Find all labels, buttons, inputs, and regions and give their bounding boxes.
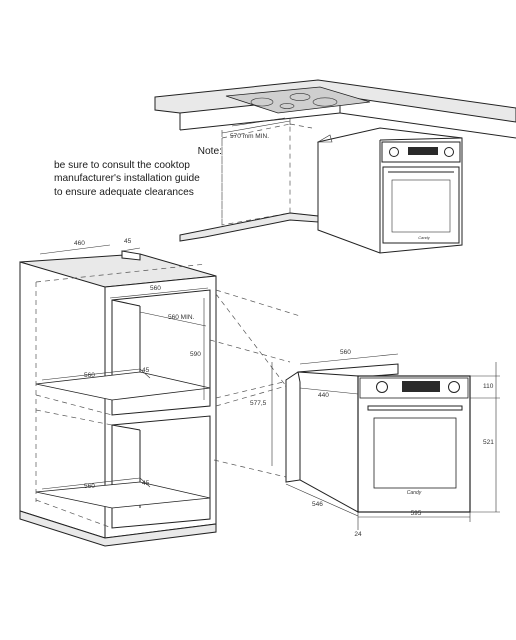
- note-block: Note: be sure to consult the cooktop man…: [54, 145, 224, 199]
- cabinet-base-top: [179, 212, 319, 242]
- built-in-oven-small: Candy: [316, 127, 463, 254]
- oven-front-offset: 24: [354, 531, 362, 538]
- knob-left-icon: [389, 147, 399, 157]
- oven-body-height: 577,5: [250, 400, 267, 407]
- note-line-3: to ensure adequate clearances: [54, 186, 194, 198]
- projection-lines: [209, 289, 301, 479]
- note-title: Note:: [197, 146, 222, 157]
- burner-4-icon: [312, 97, 338, 107]
- oven-knob-left-icon: [376, 381, 388, 393]
- oven-handle: [367, 405, 463, 411]
- oven-brand: Candy: [407, 490, 422, 496]
- oven-knob-right-icon: [448, 381, 460, 393]
- cabinet-drawing: 460 45 560 560 MIN. 590 560 45 560 45: [19, 238, 217, 547]
- lower-shelf-width: 560: [84, 483, 95, 490]
- cabinet-opening-depth: 560 MIN.: [168, 314, 195, 321]
- oven-display: [402, 381, 440, 392]
- countertop: [154, 79, 516, 123]
- cooktop: [225, 86, 371, 114]
- cooktop-installation-view: Candy 570 mm MIN.: [154, 79, 516, 254]
- oven-panel-height: 110: [483, 383, 494, 390]
- oven-window: [373, 417, 457, 489]
- knob-right-icon: [444, 147, 454, 157]
- note-line-1: be sure to consult the cooktop: [54, 159, 190, 171]
- upper-shelf-width: 560: [84, 372, 95, 379]
- cabinet-opening-height: 590: [190, 351, 201, 358]
- burner-1-icon: [250, 97, 274, 107]
- lower-shelf-gap: 45: [142, 480, 150, 487]
- burner-3-icon: [279, 103, 295, 109]
- oven-top-width: 560: [340, 349, 351, 356]
- cabinet-top-depth: 45: [124, 238, 132, 245]
- cooktop-clearance-label: 570 mm MIN.: [230, 133, 269, 140]
- built-in-oven-large: Candy 560 440 577,5 546 595 24 110 521: [250, 349, 500, 538]
- oven-door-height: 521: [483, 439, 494, 446]
- upper-shelf-gap: 45: [142, 367, 150, 374]
- cabinet-plinth: [19, 510, 217, 547]
- oven-brand-small: Candy: [418, 235, 431, 240]
- oven-total-depth: 546: [312, 501, 323, 508]
- cabinet-top-width: 460: [74, 240, 85, 247]
- lower-compartment: [111, 415, 211, 529]
- oven-side-depth: 440: [318, 392, 329, 399]
- oven-front-width: 595: [411, 510, 422, 517]
- note-line-2: manufacturer's installation guide: [54, 173, 200, 184]
- burner-2-icon: [289, 93, 311, 101]
- cabinet-opening-width: 560: [150, 285, 161, 292]
